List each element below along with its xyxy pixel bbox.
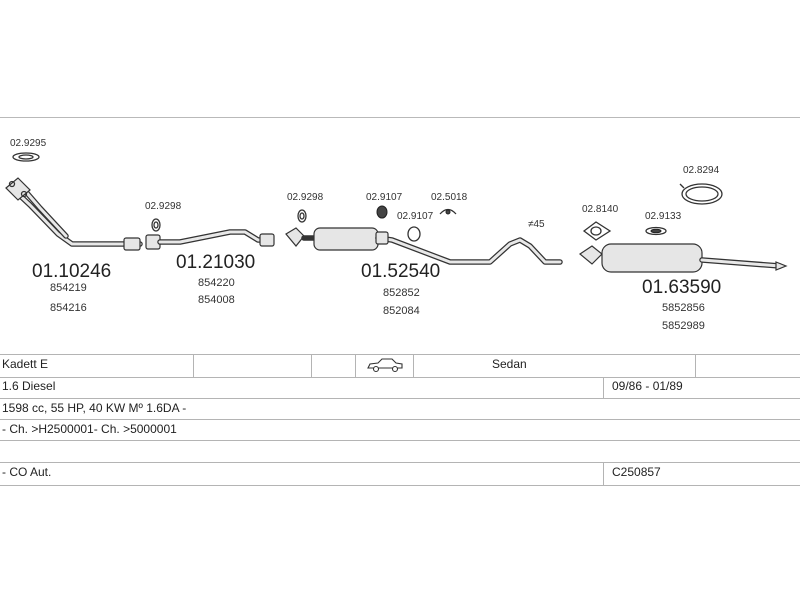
hanger-rubber-icon [645, 226, 667, 236]
part-code-02-9107-b: 02.9107 [397, 211, 434, 222]
sedan-car-icon [366, 357, 404, 379]
ref-5852989: 5852989 [662, 320, 705, 332]
ref-854216: 854216 [50, 302, 87, 314]
vehicle-engine: 1.6 Diesel [2, 379, 56, 393]
part-code-02-8140: 02.8140 [582, 204, 619, 215]
part-code-02-5018: 02.5018 [431, 192, 468, 203]
ref-852852: 852852 [383, 287, 420, 299]
part-code-02-9295: 02.9295 [10, 138, 47, 149]
hanger-icon [439, 208, 457, 215]
middle-silencer-drawing [285, 227, 563, 265]
vehicle-note: - CO Aut. [2, 465, 52, 479]
vehicle-years: 09/86 - 01/89 [612, 379, 683, 393]
part-code-02-9107-a: 02.9107 [366, 192, 403, 203]
intermediate-pipe-drawing [145, 229, 275, 250]
info-row-note: - CO Aut. C250857 [0, 463, 800, 486]
info-row-chassis: - Ch. >H2500001- Ch. >5000001 [0, 420, 800, 441]
part-code-01-52540: 01.52540 [361, 261, 440, 282]
info-row-blank [0, 441, 800, 463]
part-code-02-8294: 02.8294 [683, 165, 720, 176]
angle-label: ≠45 [528, 219, 545, 230]
part-code-02-9133: 02.9133 [645, 211, 682, 222]
gasket-ring-icon [151, 218, 161, 232]
vehicle-model: Kadett E [2, 357, 49, 371]
rubber-mount-icon [376, 205, 388, 219]
part-code-02-9298-b: 02.9298 [287, 192, 324, 203]
vehicle-chassis: - Ch. >H2500001- Ch. >5000001 [2, 422, 177, 436]
front-pipe-drawing [5, 177, 143, 251]
clamp-icon [12, 152, 40, 162]
flange-gasket-icon [582, 221, 612, 241]
ref-852084: 852084 [383, 305, 420, 317]
info-row-engine: 1.6 Diesel 09/86 - 01/89 [0, 377, 800, 399]
clamp-ring-icon [679, 183, 723, 205]
ref-5852856: 5852856 [662, 302, 705, 314]
catalog-reference: C250857 [612, 465, 661, 479]
part-code-01-63590: 01.63590 [642, 277, 721, 298]
rear-silencer-drawing [578, 243, 788, 273]
gasket-ring-icon [297, 209, 307, 223]
vehicle-specs: 1598 cc, 55 HP, 40 KW Mº 1.6DA - [2, 401, 187, 415]
ref-854008: 854008 [198, 294, 235, 306]
rubber-mount-icon [407, 226, 421, 242]
part-code-02-9298-a: 02.9298 [145, 201, 182, 212]
ref-854219: 854219 [50, 282, 87, 294]
ref-854220: 854220 [198, 277, 235, 289]
info-row-model: Kadett E Sedan [0, 354, 800, 378]
vehicle-body: Sedan [492, 357, 527, 371]
part-code-01-10246: 01.10246 [32, 261, 111, 282]
part-code-01-21030: 01.21030 [176, 252, 255, 273]
diagram-top-border [0, 117, 800, 118]
info-row-specs: 1598 cc, 55 HP, 40 KW Mº 1.6DA - [0, 399, 800, 420]
exhaust-parts-diagram: 02.9295 01.10246 854219 854216 02.9298 0… [5, 138, 788, 332]
